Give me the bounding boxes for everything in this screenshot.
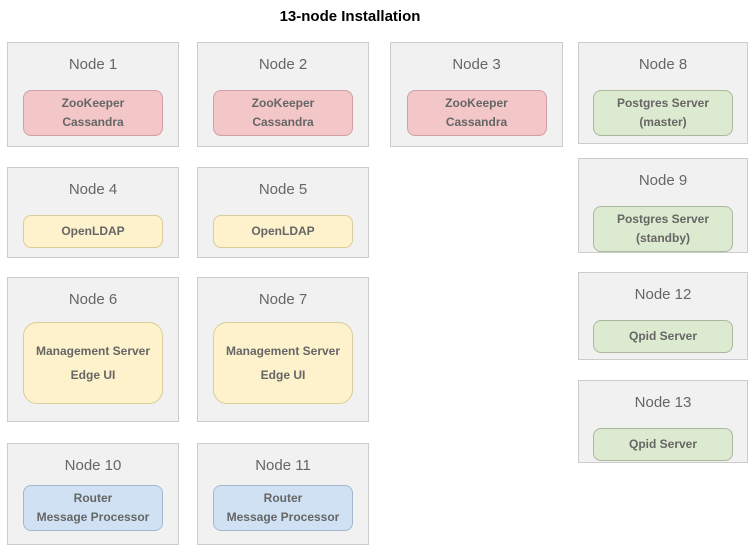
service-label: Router xyxy=(263,491,303,505)
service-box: OpenLDAP xyxy=(213,215,353,248)
node-title: Node 1 xyxy=(68,56,118,73)
node-title: Node 8 xyxy=(638,56,688,73)
service-label: (master) xyxy=(639,115,687,129)
service-label: Postgres Server xyxy=(616,96,710,110)
service-label: Message Processor xyxy=(226,510,340,524)
service-box: Qpid Server xyxy=(593,428,733,461)
service-box: Management Server Edge UI xyxy=(213,322,353,404)
service-label: Management Server xyxy=(35,344,151,358)
node-title: Node 13 xyxy=(634,394,692,411)
service-label: ZooKeeper xyxy=(445,96,508,110)
service-label: Cassandra xyxy=(252,115,314,129)
service-box: Router Message Processor xyxy=(213,485,353,531)
service-box: Postgres Server (standby) xyxy=(593,206,733,252)
service-box: Postgres Server (master) xyxy=(593,90,733,136)
node-card-1: Node 1 ZooKeeper Cassandra xyxy=(7,42,179,147)
service-label: (standby) xyxy=(636,231,690,245)
service-box: ZooKeeper Cassandra xyxy=(23,90,163,136)
service-label: Edge UI xyxy=(70,368,116,382)
node-card-3: Node 3 ZooKeeper Cassandra xyxy=(390,42,563,147)
service-label: Management Server xyxy=(225,344,341,358)
service-label: Router xyxy=(73,491,113,505)
node-card-6: Node 6 Management Server Edge UI xyxy=(7,277,179,422)
node-card-7: Node 7 Management Server Edge UI xyxy=(197,277,369,422)
service-box: ZooKeeper Cassandra xyxy=(213,90,353,136)
diagram-title: 13-node Installation xyxy=(279,8,421,25)
service-label: Cassandra xyxy=(62,115,124,129)
node-card-8: Node 8 Postgres Server (master) xyxy=(578,42,748,144)
service-label: Qpid Server xyxy=(628,329,698,343)
node-title: Node 12 xyxy=(634,286,692,303)
service-label: ZooKeeper xyxy=(61,96,125,110)
node-title: Node 9 xyxy=(638,172,688,189)
node-card-13: Node 13 Qpid Server xyxy=(578,380,748,463)
node-card-12: Node 12 Qpid Server xyxy=(578,272,748,360)
node-title: Node 5 xyxy=(258,181,308,198)
service-label: Message Processor xyxy=(36,510,150,524)
node-card-5: Node 5 OpenLDAP xyxy=(197,167,369,258)
service-box: Qpid Server xyxy=(593,320,733,353)
service-label: Edge UI xyxy=(260,368,306,382)
node-title: Node 7 xyxy=(258,291,308,308)
node-title: Node 11 xyxy=(255,457,311,474)
service-label: OpenLDAP xyxy=(251,224,315,238)
service-label: OpenLDAP xyxy=(61,224,125,238)
node-card-10: Node 10 Router Message Processor xyxy=(7,443,179,545)
node-title: Node 3 xyxy=(452,56,501,73)
service-box: Router Message Processor xyxy=(23,485,163,531)
node-card-11: Node 11 Router Message Processor xyxy=(197,443,369,545)
node-title: Node 6 xyxy=(68,291,118,308)
service-label: Postgres Server xyxy=(616,212,710,226)
node-card-9: Node 9 Postgres Server (standby) xyxy=(578,158,748,253)
node-card-4: Node 4 OpenLDAP xyxy=(7,167,179,258)
service-label: Qpid Server xyxy=(628,437,698,451)
node-title: Node 4 xyxy=(68,181,118,198)
service-label: ZooKeeper xyxy=(251,96,315,110)
node-card-2: Node 2 ZooKeeper Cassandra xyxy=(197,42,369,147)
service-label: Cassandra xyxy=(445,115,508,129)
service-box: Management Server Edge UI xyxy=(23,322,163,404)
service-box: ZooKeeper Cassandra xyxy=(406,90,547,136)
node-title: Node 10 xyxy=(64,457,122,474)
node-title: Node 2 xyxy=(258,56,308,73)
service-box: OpenLDAP xyxy=(23,215,163,248)
